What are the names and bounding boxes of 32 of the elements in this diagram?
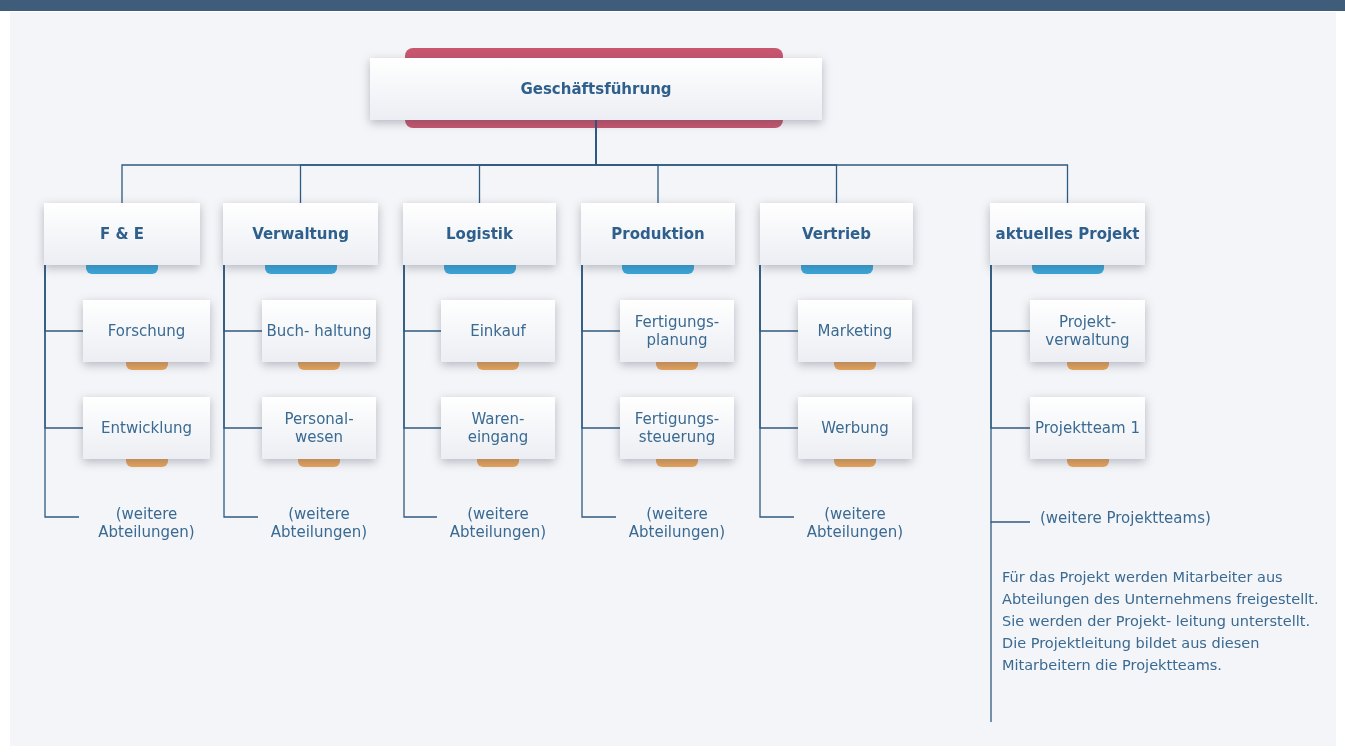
connector-line [581, 264, 617, 518]
connector-line [403, 264, 438, 518]
unit-box: Forschung [83, 300, 210, 362]
more-units-text: (weitere Abteilungen) [75, 505, 218, 555]
unit-box: Marketing [798, 300, 912, 362]
unit-box: Personal- wesen [262, 397, 376, 459]
more-units-text: (weitere Abteilungen) [612, 505, 742, 555]
more-units-text: (weitere Projektteams) [1040, 509, 1240, 535]
note-text: Für das Projekt werden Mitarbeiter aus Abteilungen des Unternehmens freigestellt. Sie werden der Projekt- leitung unterstellt. Die Projektleitung bildet aus diesen Mitarbeitern die Projektteams. [1002, 568, 1320, 675]
unit-box: Einkauf [441, 300, 555, 362]
department-box: Produktion [581, 203, 735, 265]
connector-line [990, 264, 1031, 523]
unit-box: Fertigungs- steuerung [620, 397, 734, 459]
more-units-text: (weitere Abteilungen) [254, 505, 384, 555]
unit-box: Fertigungs- planung [620, 300, 734, 362]
department-box: aktuelles Projekt [990, 203, 1145, 265]
management-box: Geschäftsführung [370, 58, 822, 120]
connector-line [223, 264, 259, 518]
more-units-text: (weitere Abteilungen) [790, 505, 920, 555]
unit-box: Projekt- verwaltung [1030, 300, 1145, 362]
unit-box: Buch- haltung [262, 300, 376, 362]
department-box: F & E [44, 203, 200, 265]
unit-box: Waren- eingang [441, 397, 555, 459]
connector-line [44, 264, 80, 518]
unit-box: Entwicklung [83, 397, 210, 459]
department-box: Verwaltung [223, 203, 378, 265]
department-box: Logistik [403, 203, 556, 265]
connector-line [759, 264, 795, 518]
unit-box: Werbung [798, 397, 912, 459]
department-box: Vertrieb [760, 203, 913, 265]
more-units-text: (weitere Abteilungen) [433, 505, 563, 555]
unit-box: Projektteam 1 [1030, 397, 1145, 459]
